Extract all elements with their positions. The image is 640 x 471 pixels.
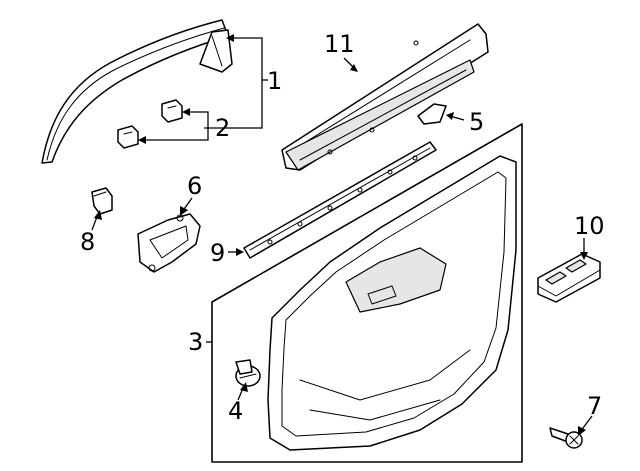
callout-6: 6 [187, 172, 202, 200]
part-11-upper-trim [281, 23, 489, 171]
callout-3: 3 [188, 328, 203, 356]
callout-5: 5 [469, 108, 484, 136]
part-2-clips [117, 99, 183, 149]
callout-4: 4 [228, 397, 243, 425]
part-6-bracket [137, 213, 201, 273]
callout-11: 11 [324, 30, 355, 58]
part-4-push-clip [235, 359, 261, 387]
callout-labels: 1 2 3 4 5 6 7 8 9 10 11 [80, 30, 605, 425]
part-9-weatherstrip [243, 141, 437, 259]
callout-1: 1 [267, 67, 282, 95]
part-10-switch [537, 253, 601, 303]
part-7-screw [549, 427, 583, 449]
callout-2: 2 [215, 114, 230, 142]
part-8-clip [91, 187, 113, 215]
callout-9: 9 [210, 239, 225, 267]
part-5-cover [417, 103, 447, 125]
part-1-frame-moulding [41, 19, 233, 164]
callout-10: 10 [574, 212, 605, 240]
callout-7: 7 [587, 392, 602, 420]
leader-lines [91, 34, 593, 436]
part-3-door-trim-panel [211, 123, 523, 463]
callout-8: 8 [80, 228, 95, 256]
